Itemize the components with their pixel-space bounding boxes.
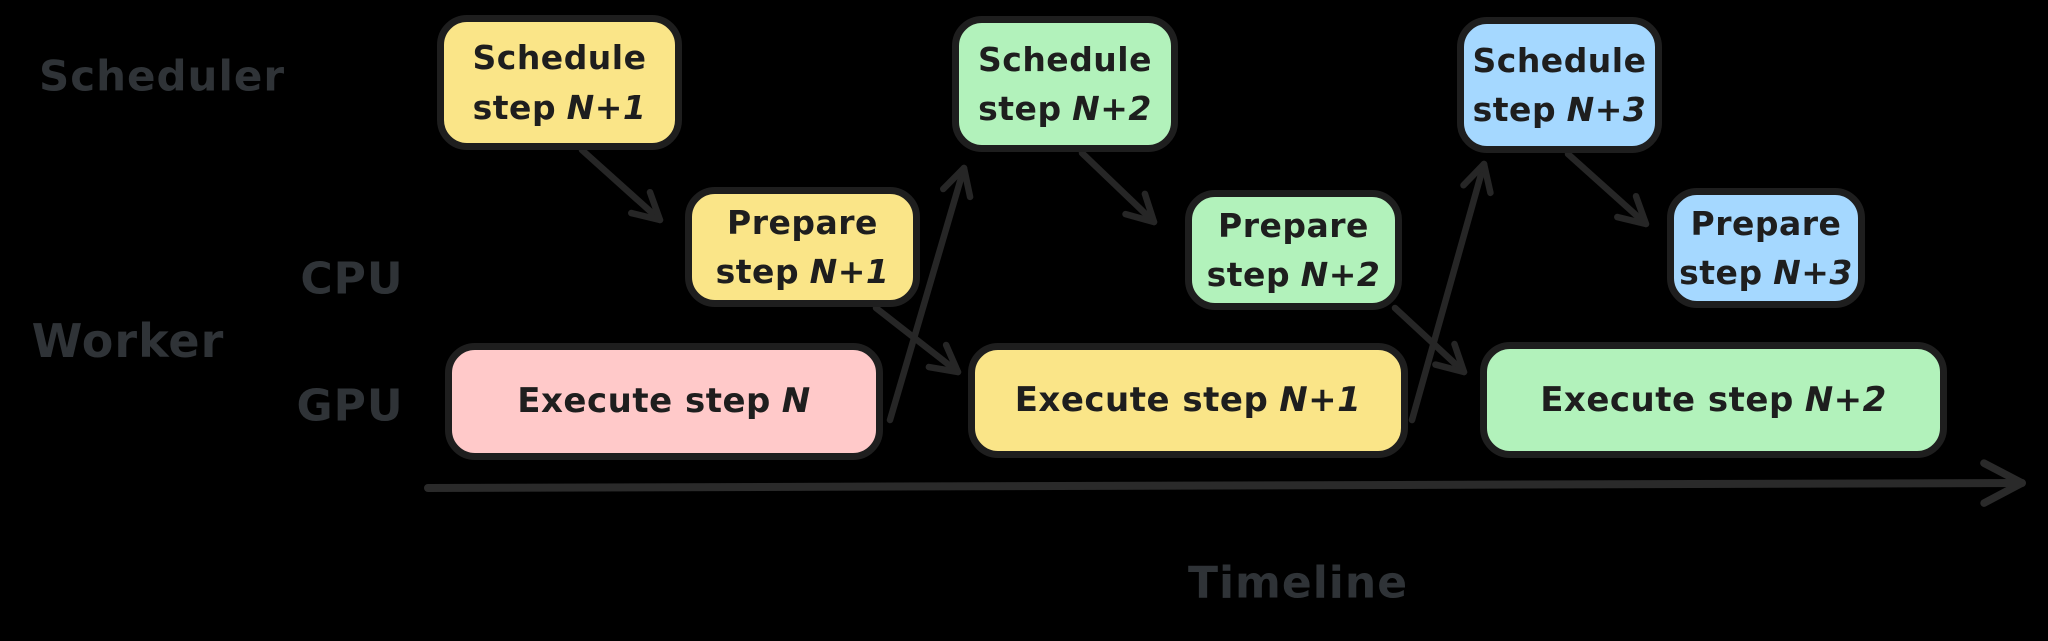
arrow-schedule-n2-to-prepare-n2: [1078, 149, 1158, 226]
box-line1: Schedule: [1472, 40, 1647, 80]
cpu-row-label: CPU: [300, 253, 404, 305]
scheduler-row-label: Scheduler: [38, 51, 286, 101]
box-line1: Prepare: [1690, 203, 1842, 243]
box-line1: Schedule: [472, 38, 647, 77]
gpu-row-label: GPU: [296, 380, 404, 432]
arrow-execute-n1-to-schedule-n3: [1408, 160, 1494, 424]
worker-row-label: Worker: [31, 314, 225, 368]
arrow-schedule-n3-to-prepare-n3: [1564, 150, 1650, 228]
arrow-prepare-n1-to-execute-n1: [872, 304, 962, 376]
box-line1: Prepare: [727, 202, 878, 242]
arrow-schedule-n1-to-prepare-n1: [578, 146, 664, 224]
timeline-axis-arrow: [424, 459, 2026, 507]
box-line1: Schedule: [977, 39, 1152, 79]
timeline-axis-label: Timeline: [1187, 557, 1409, 609]
box-line1: Prepare: [1218, 205, 1369, 245]
